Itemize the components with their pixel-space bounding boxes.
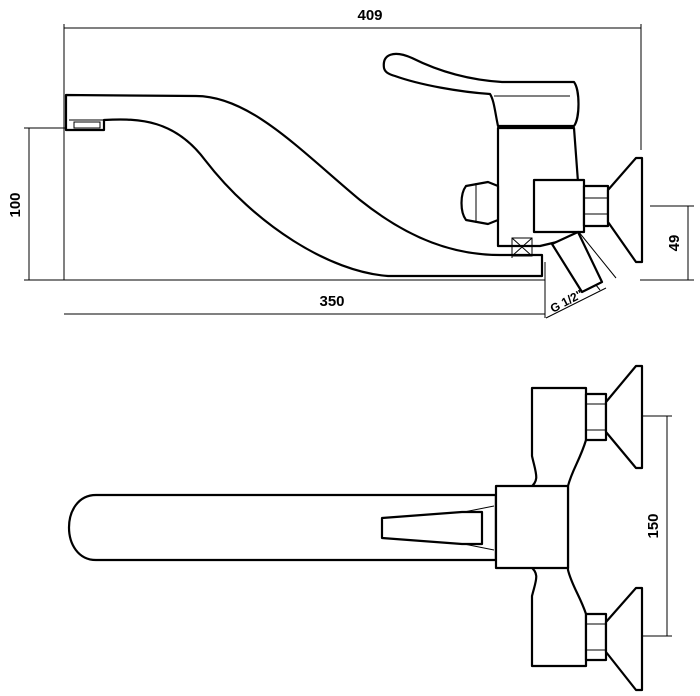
top-view: 150 <box>67 364 672 692</box>
spout-reach-label: 350 <box>319 293 344 310</box>
spout-top <box>67 493 498 562</box>
dimension-spout-reach: 350 <box>64 262 546 318</box>
overall-width-label: 409 <box>357 7 382 24</box>
lever-top <box>380 505 495 551</box>
dimension-height: 100 <box>7 127 545 281</box>
height-label: 100 <box>7 192 24 217</box>
dimension-outlet-height: 49 <box>640 205 694 281</box>
thread-label: G 1/2" <box>548 287 586 316</box>
body-top <box>494 386 588 668</box>
lever-handle <box>382 52 580 128</box>
lower-connection <box>584 586 644 692</box>
dimension-overall-width: 409 <box>63 7 642 280</box>
diverter-knob <box>460 180 500 226</box>
outlet-height-label: 49 <box>666 235 683 252</box>
wall-connection <box>532 156 644 294</box>
side-view: 409 100 350 49 G 1/2" <box>7 7 694 319</box>
center-distance-label: 150 <box>645 513 662 538</box>
upper-connection <box>584 364 644 470</box>
spout <box>64 93 544 278</box>
